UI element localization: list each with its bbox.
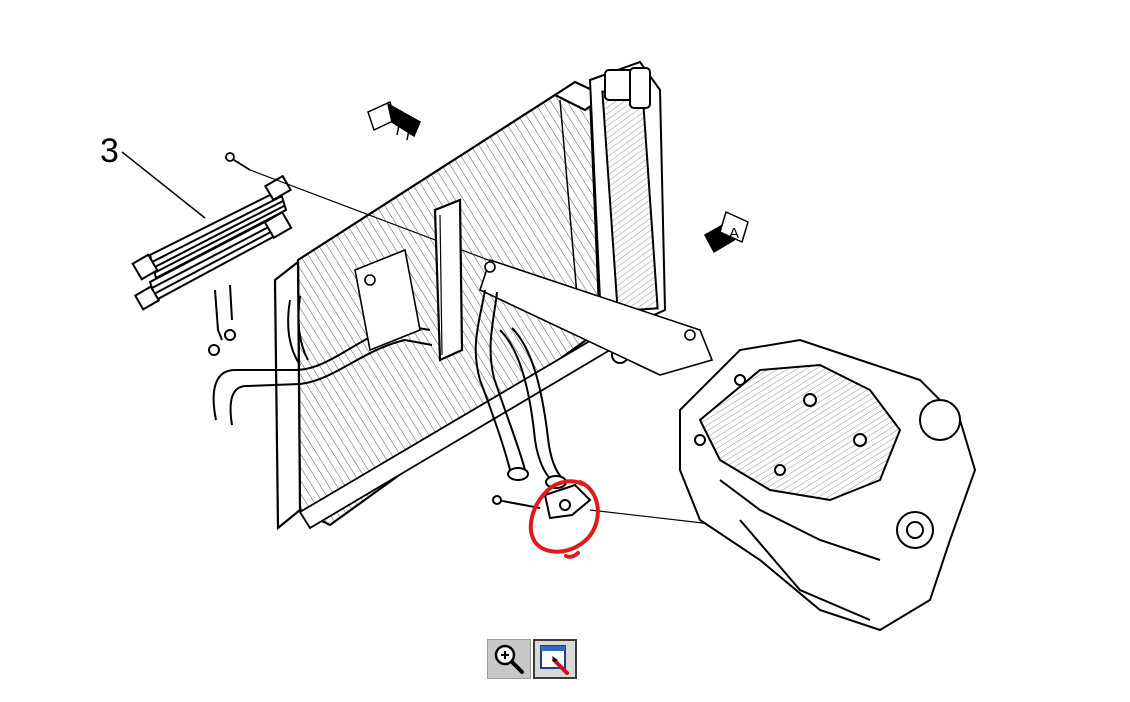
magnifier-plus-icon: [494, 644, 524, 674]
view-arrow-top: [367, 100, 421, 141]
support-brackets: [354, 248, 714, 376]
view-arrow-label: A: [729, 225, 739, 242]
callout-leader-line: [121, 151, 206, 219]
select-area-button[interactable]: [533, 639, 577, 679]
view-arrow-a: A: [703, 210, 749, 254]
line-fitting: [492, 483, 721, 526]
zoom-button[interactable]: [487, 639, 531, 679]
window-pointer-icon: [540, 645, 569, 675]
callout-number: 3: [100, 132, 119, 170]
transmission: [679, 338, 977, 632]
highlight-circle: [528, 479, 600, 559]
oil-cooler: [131, 174, 293, 356]
viewer-toolbar: [487, 639, 577, 679]
side-tank: [588, 60, 667, 364]
